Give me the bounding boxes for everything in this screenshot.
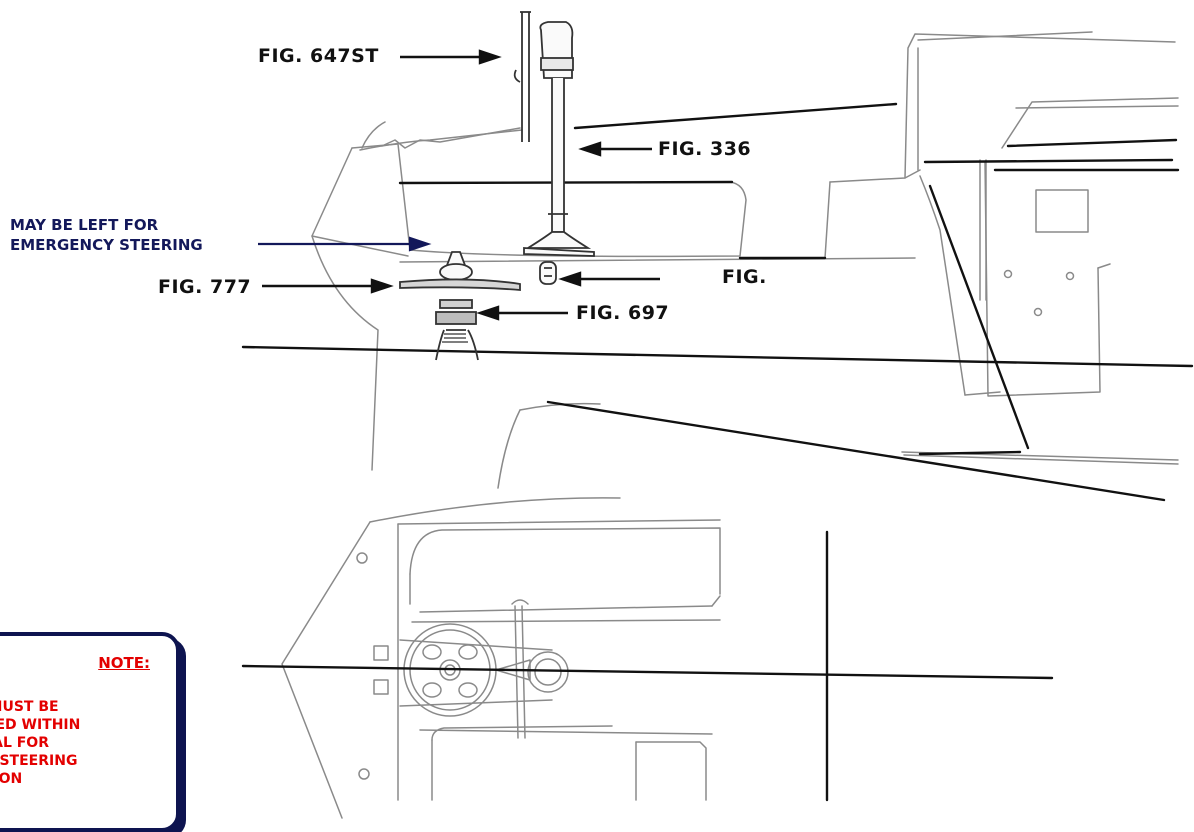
label-fig-697: FIG. 697 (576, 302, 670, 324)
hull-profile (311, 147, 379, 471)
emergency-fitting (399, 251, 521, 361)
label-emergency-line1: MAY BE LEFT FOR (10, 216, 159, 234)
label-fig-336: FIG. 336 (658, 138, 752, 160)
note-title: NOTE: (98, 654, 150, 672)
label-fig-blank: FIG. (722, 266, 767, 288)
cabin-house (904, 33, 1176, 179)
guard-rod (513, 11, 531, 142)
note-box: NOTE: ES MUST BE OSSED WITHIN ESTAL FOR … (0, 632, 180, 832)
label-fig-647st: FIG. 647ST (258, 45, 379, 67)
note-text: ES MUST BE OSSED WITHIN ESTAL FOR PER ST… (0, 699, 81, 787)
callout-arrows (262, 49, 660, 321)
label-fig-777: FIG. 777 (158, 276, 252, 298)
pedestal-side-view (523, 21, 595, 285)
label-emergency-line2: EMERGENCY STEERING (10, 236, 203, 254)
